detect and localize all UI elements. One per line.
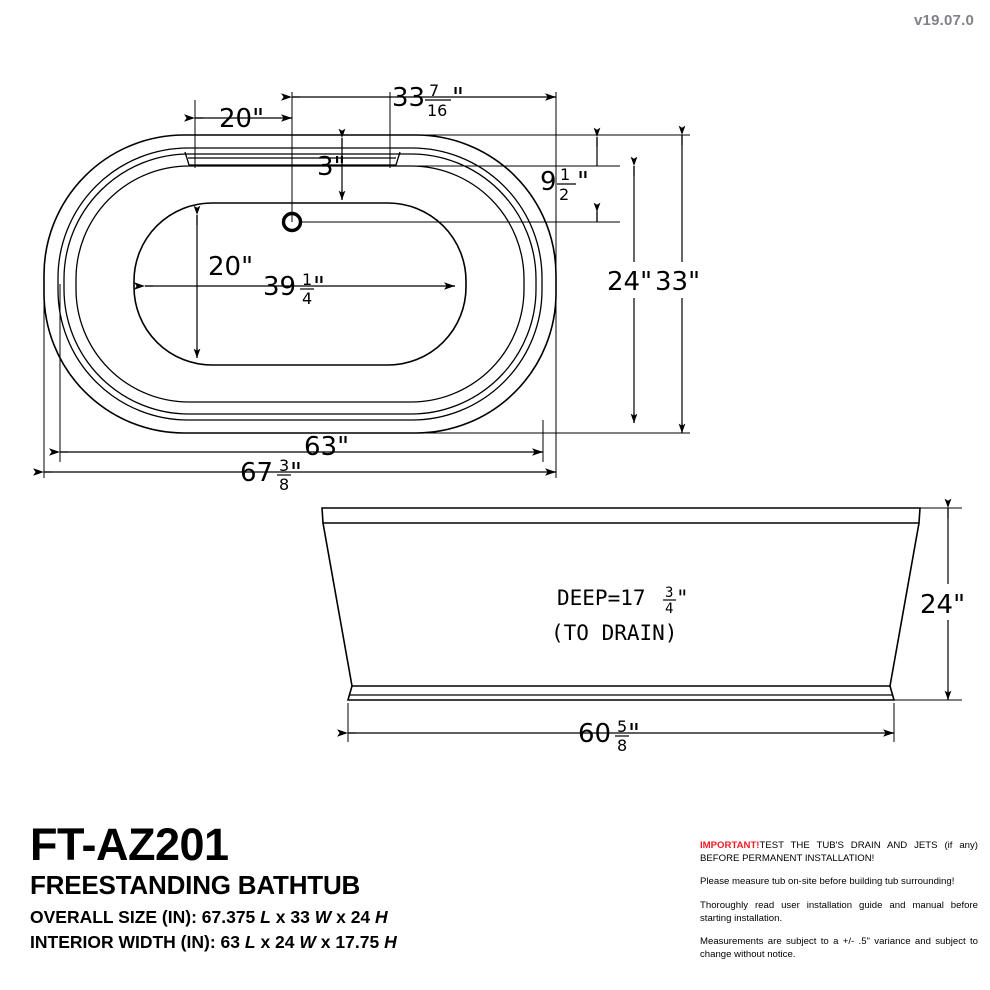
interior-width-h: H xyxy=(384,931,397,952)
dim-67-3-8-den: 8 xyxy=(279,475,289,494)
overall-size-l: L xyxy=(260,906,271,927)
note-variance: Measurements are subject to a +/- .5" va… xyxy=(700,936,978,960)
dim-33-7-16-unit: " xyxy=(452,83,464,113)
dim-33-right: 33" xyxy=(655,125,700,434)
dim-39-1-4-whole: 39 xyxy=(263,272,296,302)
dim-20-top-label: 20" xyxy=(219,104,264,134)
note-measure: Please measure tub on-site before buildi… xyxy=(700,876,955,888)
notes-block: IMPORTANT!TEST THE TUB'S DRAIN AND JETS … xyxy=(700,840,978,962)
note-manual: Thoroughly read user installation guide … xyxy=(700,899,978,924)
dim-24-right-label: 24" xyxy=(607,267,652,297)
interior-width-x1: x 24 xyxy=(260,931,295,952)
important-word: IMPORTANT! xyxy=(700,840,760,851)
dim-33-7-16-num: 7 xyxy=(429,81,439,100)
dim-39-1-4-den: 4 xyxy=(302,289,312,308)
interior-width-w: W xyxy=(299,931,316,952)
dim-9-1-2-den: 2 xyxy=(559,185,569,204)
dim-60-5-8-whole: 60 xyxy=(578,719,611,749)
technical-drawing: 20" 33 7 16 " 3" 9 1 2 " 20" xyxy=(33,81,965,755)
dim-63-label: 63" xyxy=(304,432,349,462)
dim-20-interior-label: 20" xyxy=(208,252,253,282)
dim-67-3-8: 67 3 8 " xyxy=(33,456,556,494)
interior-width-line: INTERIOR WIDTH (IN): 63 L x 24 W x 17.75… xyxy=(30,930,500,955)
dim-63: 63" xyxy=(49,432,543,462)
dim-33-7-16-whole: 33 xyxy=(392,83,425,113)
dim-39-1-4: 39 1 4 " xyxy=(134,270,455,308)
dim-67-3-8-num: 3 xyxy=(279,456,289,475)
dim-3-label: 3" xyxy=(317,152,346,182)
version-stamp: v19.07.0 xyxy=(914,12,974,29)
dim-3-vertical: 3" xyxy=(317,128,346,201)
dim-60-5-8-den: 8 xyxy=(617,736,627,755)
dim-33-7-16: 33 7 16 " xyxy=(281,81,556,120)
dim-24-right: 24" xyxy=(607,156,652,424)
overall-size-w: W xyxy=(314,906,332,927)
overall-size-line: OVERALL SIZE (IN): 67.375 L x 33 W x 24 … xyxy=(30,905,500,930)
overall-size-h: H xyxy=(375,906,388,927)
overall-size-x2: x 24 xyxy=(336,906,371,927)
dim-9-1-2-unit: " xyxy=(577,167,589,197)
dim-60-5-8-num: 5 xyxy=(617,717,627,736)
top-view-extension-lines xyxy=(43,92,690,478)
dim-20-interior: 20" xyxy=(193,205,253,359)
depth-num: 3 xyxy=(665,585,673,601)
important-rest: TEST THE TUB'S DRAIN AND JETS (if any) B… xyxy=(700,840,978,864)
dim-60-5-8-unit: " xyxy=(628,719,640,749)
dim-24-height: 24" xyxy=(920,498,965,701)
front-view-outline xyxy=(321,507,921,701)
dim-33-7-16-den: 16 xyxy=(427,101,447,120)
overall-size-label: OVERALL SIZE (IN): 67.375 xyxy=(30,906,256,927)
depth-unit: " xyxy=(676,586,689,610)
product-type: FREESTANDING BATHTUB xyxy=(30,870,361,900)
dim-67-3-8-whole: 67 xyxy=(240,458,273,488)
dim-9-1-2: 9 1 2 " xyxy=(540,127,601,222)
interior-width-l: L xyxy=(244,931,256,952)
dim-9-1-2-whole: 9 xyxy=(540,167,557,197)
title-block: FT-AZ201 FREESTANDING BATHTUB OVERALL SI… xyxy=(0,800,990,990)
dim-9-1-2-num: 1 xyxy=(560,165,570,184)
depth-annotation: DEEP=17 3 4 " (TO DRAIN) xyxy=(551,585,689,645)
dim-33-right-label: 33" xyxy=(655,267,700,297)
dim-24-height-label: 24" xyxy=(920,590,965,620)
top-view-outline xyxy=(43,134,557,434)
interior-width-x2: x 17.75 xyxy=(320,931,380,952)
depth-label-prefix: DEEP=17 xyxy=(557,586,646,610)
dim-20-top: 20" xyxy=(184,104,292,134)
depth-sub-label: (TO DRAIN) xyxy=(551,621,677,645)
model-number: FT-AZ201 xyxy=(30,819,229,870)
depth-den: 4 xyxy=(665,601,673,617)
dim-60-5-8: 60 5 8 " xyxy=(337,717,894,755)
dim-39-1-4-unit: " xyxy=(313,272,325,302)
dim-39-1-4-num: 1 xyxy=(302,270,312,289)
interior-width-label: INTERIOR WIDTH (IN): 63 xyxy=(30,931,240,952)
spec-block: FT-AZ201 FREESTANDING BATHTUB OVERALL SI… xyxy=(30,822,500,955)
overall-size-x1: x 33 xyxy=(275,906,310,927)
note-important: IMPORTANT!TEST THE TUB'S DRAIN AND JETS … xyxy=(700,840,978,865)
dim-67-3-8-unit: " xyxy=(290,458,302,488)
